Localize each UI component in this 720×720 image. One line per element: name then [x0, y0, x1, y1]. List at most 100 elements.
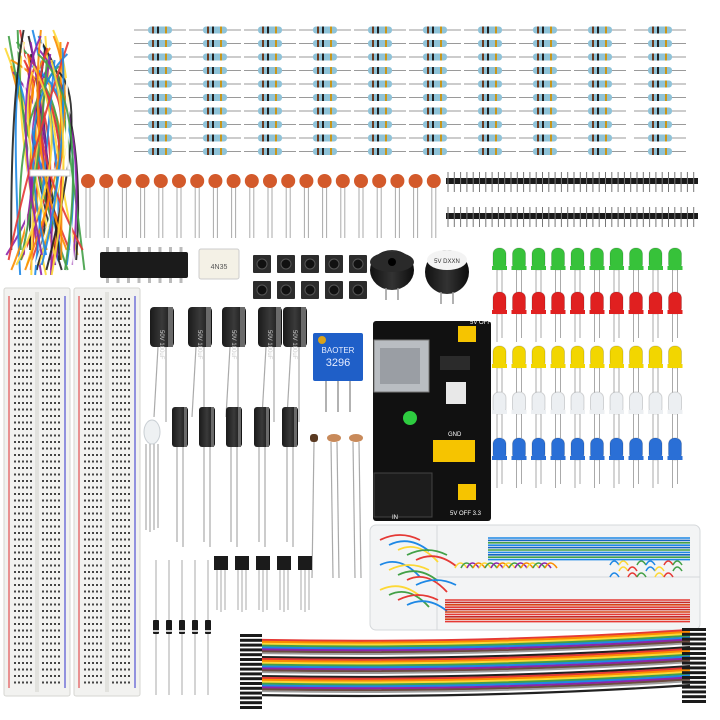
resistor-icon: [478, 40, 502, 47]
resistor-band: [652, 148, 654, 155]
resistor-band: [207, 80, 209, 88]
breadboard-hole: [120, 577, 122, 580]
breadboard-hole: [18, 538, 20, 541]
breadboard-hole: [58, 356, 60, 359]
breadboard-hole: [22, 655, 24, 658]
resistor-icon: [203, 148, 227, 155]
resistor-band: [212, 80, 214, 88]
breadboard-hole: [124, 434, 126, 437]
capacitor-icon: [208, 174, 223, 188]
breadboard-hole: [88, 558, 90, 560]
breadboard-hole: [84, 623, 86, 625]
breadboard-hole: [84, 629, 86, 632]
breadboard-hole: [14, 636, 16, 638]
resistor-band: [657, 107, 659, 115]
breadboard-hole: [58, 350, 60, 352]
breadboard-hole: [58, 493, 60, 495]
breadboard-hole: [128, 525, 130, 528]
breadboard-hole: [92, 493, 94, 495]
breadboard-hole: [26, 408, 28, 411]
breadboard-hole: [18, 395, 20, 398]
ic-pin: [137, 247, 141, 252]
resistor-icon: [368, 94, 392, 101]
potentiometer-code: 3296: [326, 357, 350, 369]
resistor-icon: [423, 134, 447, 142]
breadboard-hole: [92, 532, 94, 534]
breadboard-hole: [58, 584, 60, 586]
breadboard-hole: [22, 402, 24, 404]
resistor-icon: [648, 148, 672, 155]
breadboard-hole: [22, 382, 24, 385]
led-rim: [628, 456, 644, 460]
breadboard-hole: [84, 350, 86, 352]
dupont-connector: [682, 628, 706, 631]
resistor-band: [317, 40, 319, 47]
resistor-band: [330, 26, 332, 34]
breadboard-hole: [50, 473, 52, 476]
resistor-band: [220, 148, 222, 155]
breadboard-hole: [54, 447, 56, 450]
breadboard-hole: [112, 454, 114, 456]
breadboard-hole: [22, 454, 24, 456]
jumper-wire: [37, 47, 84, 251]
breadboard-hole: [18, 428, 20, 430]
resistor-band: [212, 148, 214, 155]
breadboard-hole: [14, 317, 16, 320]
led-rim: [628, 410, 644, 414]
resistor-band: [652, 107, 654, 115]
breadboard-hole: [18, 298, 20, 300]
resistor-band: [487, 94, 489, 101]
breadboard-hole: [100, 649, 102, 651]
breadboard-hole: [88, 629, 90, 632]
breadboard-hole: [88, 525, 90, 528]
breadboard-hole: [120, 467, 122, 469]
resistor-band: [592, 26, 594, 34]
resistor-band: [165, 121, 167, 128]
breadboard-hole: [120, 415, 122, 417]
resistor-band: [377, 134, 379, 142]
resistor-band: [212, 107, 214, 115]
breadboard-hole: [58, 636, 60, 638]
center-channel: [105, 292, 109, 692]
resistor-band: [665, 134, 667, 142]
capacitor-icon: [153, 174, 168, 188]
dupont-connector: [682, 637, 706, 641]
breadboard-hole: [26, 337, 28, 339]
jumper-wire: [532, 562, 546, 569]
breadboard-hole: [96, 642, 98, 645]
dupont-connector: [240, 691, 262, 695]
breadboard-hole: [100, 493, 102, 495]
breadboard-hole: [128, 616, 130, 619]
resistor-band: [427, 53, 429, 61]
breadboard-hole: [54, 441, 56, 443]
breadboard-hole: [100, 330, 102, 333]
breadboard-hole: [124, 428, 126, 430]
breadboard-hole: [92, 473, 94, 476]
breadboard-hole: [88, 642, 90, 645]
breadboard-hole: [50, 623, 52, 625]
breadboard-hole: [14, 597, 16, 599]
resistor-band: [440, 53, 442, 61]
breadboard-hole: [112, 597, 114, 599]
pushbutton-cap: [256, 258, 268, 270]
resistor-icon: [368, 67, 392, 74]
jumper-wire: [261, 666, 691, 680]
resistor-band: [597, 80, 599, 88]
breadboard-hole: [84, 616, 86, 619]
resistor-band: [537, 94, 539, 101]
breadboard-hole: [30, 499, 32, 502]
resistor-band: [597, 67, 599, 74]
breadboard-hole: [42, 681, 44, 684]
breadboard-hole: [54, 681, 56, 684]
breadboard-hole: [30, 376, 32, 378]
breadboard-hole: [30, 486, 32, 489]
breadboard-hole: [18, 577, 20, 580]
breadboard-hole: [100, 343, 102, 346]
breadboard-hole: [128, 311, 130, 313]
breadboard-hole: [54, 415, 56, 417]
breadboard-hole: [84, 454, 86, 456]
breadboard-hole: [22, 298, 24, 300]
resistor-icon: [533, 148, 557, 155]
breadboard-hole: [42, 571, 44, 573]
led-rim: [667, 310, 683, 314]
